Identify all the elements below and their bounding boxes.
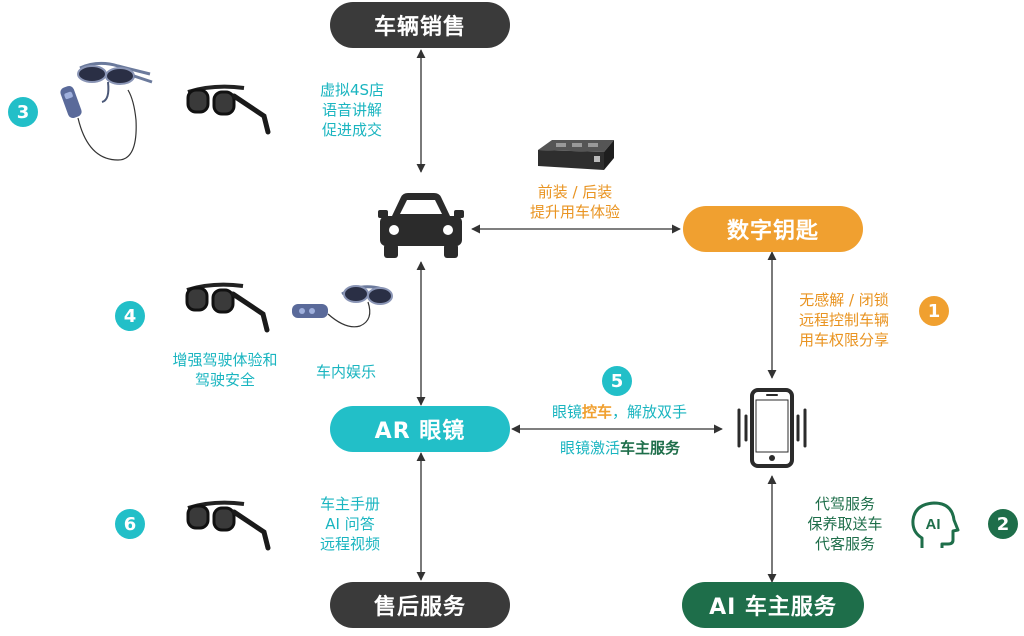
key-line-2: 远程控制车辆 <box>798 311 889 329</box>
badge-5: 5 <box>602 366 632 396</box>
sales-line-2: 语音讲解 <box>321 101 382 119</box>
drive-label: 增强驾驶体验和 驾驶安全 <box>160 350 290 390</box>
key-line-1: 无感解 / 闭锁 <box>799 291 889 309</box>
ar-glasses-remote-icon <box>292 285 393 328</box>
ai-head-text: AI <box>926 516 941 533</box>
smart-glasses-manual-icon <box>186 500 271 551</box>
key-line-3: 用车权限分享 <box>798 331 889 349</box>
smart-glasses-drive-icon <box>185 282 270 333</box>
node-vehicle-sales: 车辆销售 <box>330 2 510 48</box>
ai-service-label: 代驾服务 保养取送车 代客服务 <box>790 494 900 554</box>
control-prefix: 眼镜 <box>551 403 582 421</box>
ai-line-2: 保养取送车 <box>807 515 883 533</box>
car-icon <box>378 193 464 258</box>
install-line-1: 前装 / 后装 <box>537 183 613 201</box>
manual-line-2: AI 问答 <box>325 515 375 533</box>
node-after-sales: 售后服务 <box>330 582 510 628</box>
ar-glasses-with-controller-icon <box>60 61 153 161</box>
manual-line-3: 远程视频 <box>319 535 380 553</box>
badge-4: 4 <box>115 301 145 331</box>
manual-line-1: 车主手册 <box>319 495 380 513</box>
node-digital-key: 数字钥匙 <box>683 206 863 252</box>
badge-1: 1 <box>919 296 949 326</box>
digital-key-label: 无感解 / 闭锁 远程控制车辆 用车权限分享 <box>784 290 904 350</box>
control-highlight: 控车 <box>581 403 612 421</box>
activate-highlight: 车主服务 <box>620 439 681 457</box>
ai-line-1: 代驾服务 <box>814 495 875 513</box>
smart-glasses-icon <box>186 84 271 135</box>
node-ai-owner-service: AI 车主服务 <box>682 582 864 628</box>
control-label: 眼镜控车，解放双手 <box>532 402 707 422</box>
install-line-2: 提升用车体验 <box>529 203 620 221</box>
ai-line-3: 代客服务 <box>814 535 875 553</box>
install-device-icon <box>538 140 614 170</box>
control-suffix: ，解放双手 <box>612 403 688 421</box>
activate-label: 眼镜激活车主服务 <box>540 438 700 458</box>
phone-icon <box>737 388 807 468</box>
node-ar-glasses: AR 眼镜 <box>330 406 510 452</box>
activate-prefix: 眼镜激活 <box>559 439 620 457</box>
entertainment-label: 车内娱乐 <box>315 363 376 381</box>
badge-6: 6 <box>115 509 145 539</box>
drive-line-1: 增强驾驶体验和 <box>172 351 278 369</box>
sales-line-3: 促进成交 <box>321 121 382 139</box>
badge-3: 3 <box>8 97 38 127</box>
sales-label: 虚拟4S店 语音讲解 促进成交 <box>302 80 402 140</box>
manual-label: 车主手册 AI 问答 远程视频 <box>300 494 400 554</box>
sales-line-1: 虚拟4S店 <box>319 81 385 99</box>
badge-2: 2 <box>988 509 1018 539</box>
ai-head-icon: AI <box>911 501 960 548</box>
install-label: 前装 / 后装 提升用车体验 <box>515 182 635 222</box>
drive-line-2: 驾驶安全 <box>194 371 255 389</box>
